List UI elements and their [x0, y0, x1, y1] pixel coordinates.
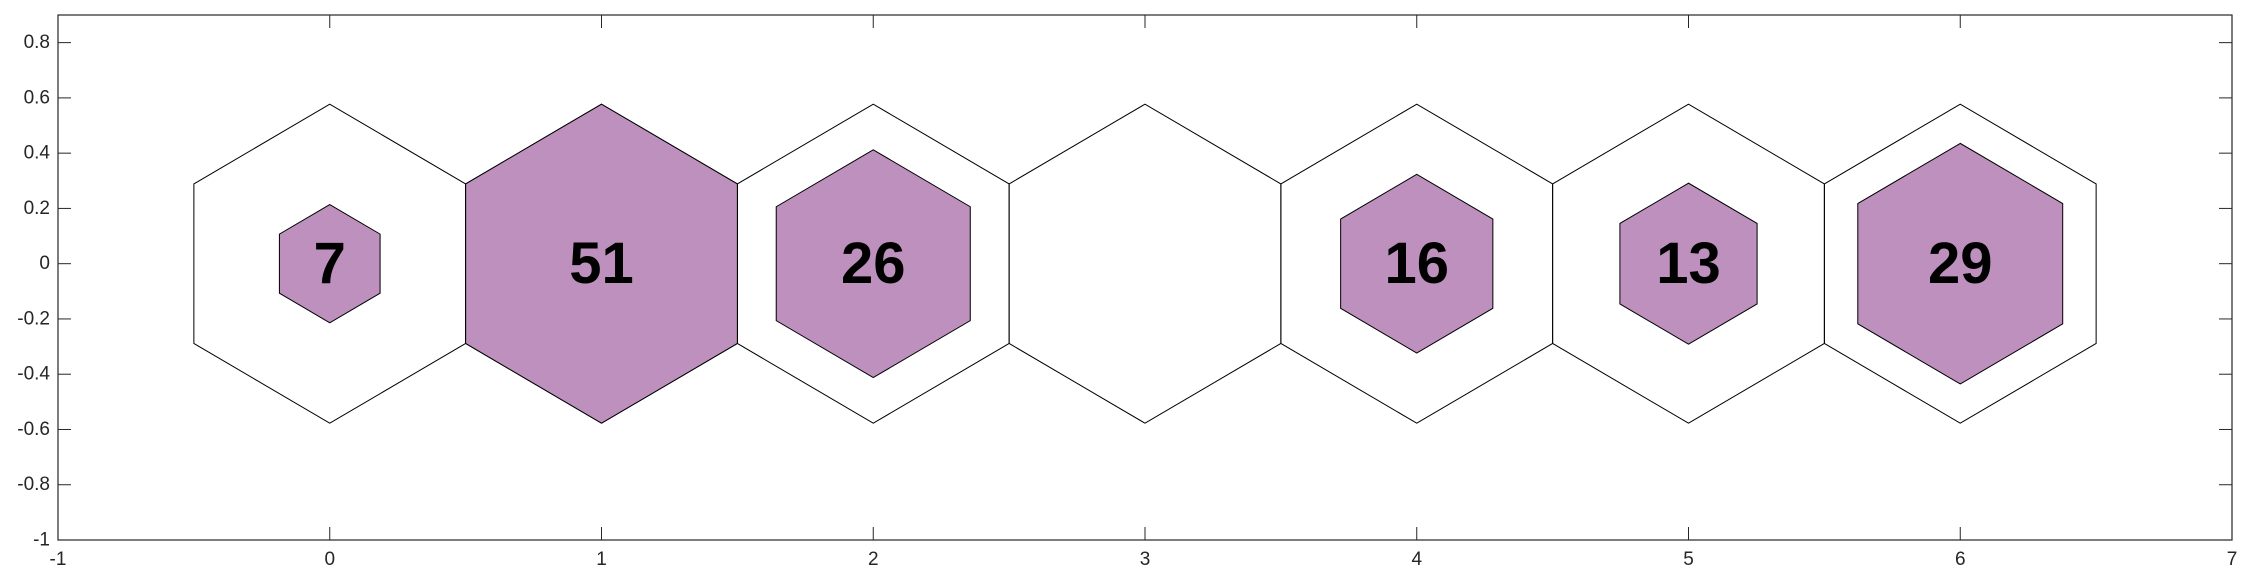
y-tick-label-2: -0.6	[17, 419, 50, 440]
x-tick-label-7: 6	[1955, 549, 1966, 570]
y-tick-label-3: -0.4	[17, 364, 50, 385]
plot-frame	[57, 14, 2233, 541]
neuron-outline-6	[1823, 103, 2097, 424]
y-axis-tick-labels: -1 -0.8 -0.6 -0.4 -0.2 0 0.2 0.4 0.6 0.8	[17, 32, 50, 550]
x-tick-label-3: 2	[868, 549, 879, 570]
neuron-hit-fills	[278, 103, 2064, 424]
hit-count-label-0: 7	[314, 231, 346, 296]
y-tick-label-7: 0.4	[24, 143, 51, 164]
neuron-hit-fill-5	[1619, 182, 1758, 345]
x-tick-label-2: 1	[596, 549, 607, 570]
neuron-hit-fill-4	[1340, 173, 1494, 354]
y-tick-label-1: -0.8	[17, 474, 50, 495]
x-tick-label-8: 7	[2227, 549, 2238, 570]
x-tick-label-5: 4	[1411, 549, 1422, 570]
x-tick-label-6: 5	[1683, 549, 1694, 570]
hit-count-label-2: 26	[841, 231, 906, 296]
y-tick-label-6: 0.2	[24, 198, 50, 219]
y-tick-label-0: -1	[33, 530, 50, 551]
neuron-hit-fill-0	[278, 204, 381, 324]
y-tick-label-9: 0.8	[24, 32, 50, 53]
hit-count-label-5: 13	[1656, 231, 1721, 296]
x-tick-label-1: 0	[324, 549, 335, 570]
x-tick-label-4: 3	[1140, 549, 1151, 570]
x-axis-tick-labels: -1 0 1 2 3 4 5 6 7	[50, 549, 2238, 570]
hit-count-label-1: 51	[569, 231, 634, 296]
neuron-hit-fill-1	[465, 103, 738, 424]
hit-count-label-4: 16	[1384, 231, 1449, 296]
y-tick-label-5: 0	[39, 253, 50, 274]
y-tick-label-8: 0.6	[24, 87, 50, 108]
hit-count-labels: 7 51 26 16 13 29	[314, 231, 1993, 296]
neuron-hit-fill-2	[775, 149, 971, 379]
y-tick-label-4: -0.2	[17, 308, 50, 329]
x-tick-label-0: -1	[50, 549, 67, 570]
hit-count-label-6: 29	[1928, 231, 1993, 296]
neuron-hit-fill-6	[1857, 142, 2064, 385]
